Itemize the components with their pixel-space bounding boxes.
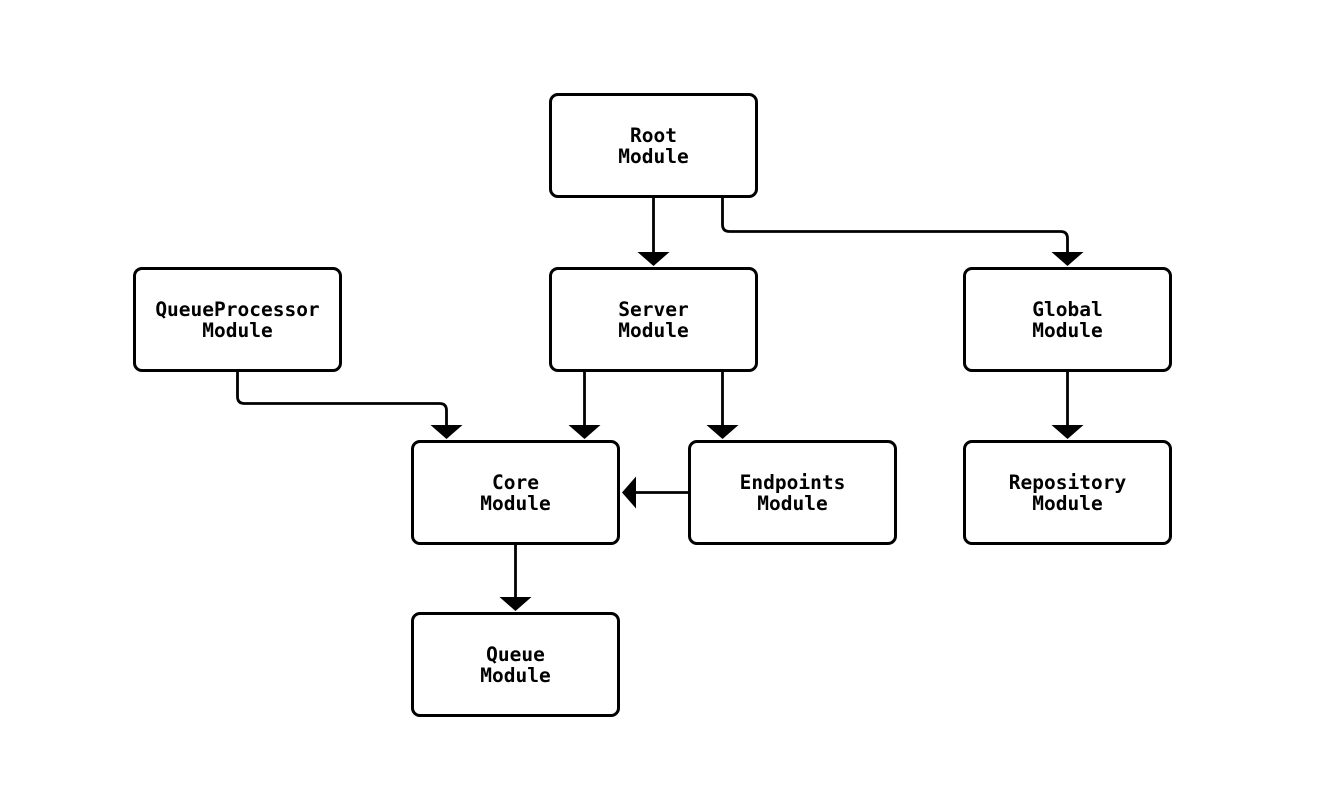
- edge-core-to-queue: [499, 545, 532, 611]
- node-core-module: Core Module: [411, 440, 620, 545]
- arrowhead-down-icon: [1051, 425, 1084, 439]
- node-server-module: Server Module: [549, 267, 758, 372]
- node-label-line2: Module: [480, 491, 551, 515]
- node-label-line2: Module: [757, 491, 828, 515]
- edge-queueprocessor-to-core: [236, 372, 463, 439]
- node-label-line2: Module: [202, 318, 273, 342]
- edge-root-to-server: [637, 198, 670, 266]
- node-label-line1: Global: [1032, 297, 1103, 321]
- edge-endpoints-to-core: [622, 476, 688, 509]
- node-repository-module: Repository Module: [963, 440, 1172, 545]
- edge-global-to-repository: [1051, 372, 1084, 439]
- arrowhead-down-icon: [637, 252, 670, 266]
- edge-server-to-endpoints: [706, 372, 739, 439]
- node-global-module: Global Module: [963, 267, 1172, 372]
- node-label-line1: Server: [618, 297, 689, 321]
- node-label-line2: Module: [618, 318, 689, 342]
- node-root-module: Root Module: [549, 93, 758, 198]
- node-endpoints-module: Endpoints Module: [688, 440, 897, 545]
- node-label-line1: Repository: [1008, 470, 1127, 494]
- node-queue-module: Queue Module: [411, 612, 620, 717]
- arrowhead-down-icon: [1051, 252, 1084, 266]
- node-label-line2: Module: [1032, 491, 1103, 515]
- arrowhead-left-icon: [622, 476, 636, 509]
- edge-server-to-core: [568, 372, 601, 439]
- node-label-line1: Root: [630, 123, 677, 147]
- arrowhead-down-icon: [499, 597, 532, 611]
- node-label-line2: Module: [1032, 318, 1103, 342]
- arrowhead-down-icon: [568, 425, 601, 439]
- node-label-line1: QueueProcessor: [155, 297, 320, 321]
- node-label-line1: Core: [492, 470, 539, 494]
- node-label-line1: Queue: [486, 642, 545, 666]
- edge-root-to-global: [721, 198, 1084, 266]
- arrowhead-down-icon: [430, 425, 463, 439]
- node-label-line2: Module: [480, 663, 551, 687]
- node-queueprocessor-module: QueueProcessor Module: [133, 267, 342, 372]
- arrowhead-down-icon: [706, 425, 739, 439]
- node-label-line2: Module: [618, 144, 689, 168]
- node-label-line1: Endpoints: [739, 470, 846, 494]
